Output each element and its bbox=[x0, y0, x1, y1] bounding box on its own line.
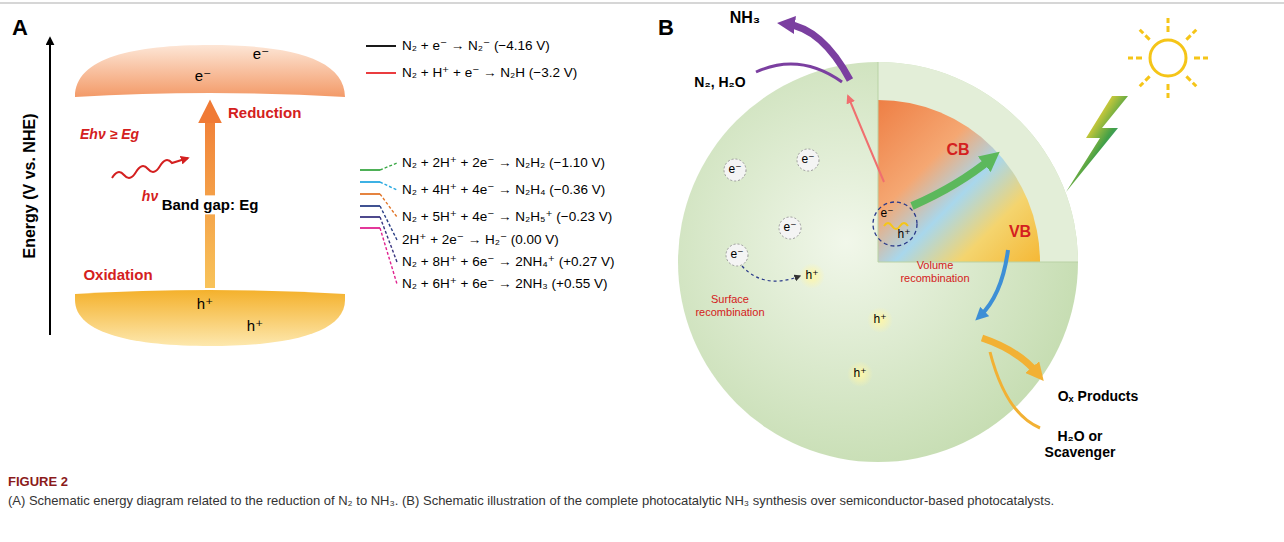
electron-dot bbox=[724, 159, 746, 181]
figure-label: Ehν ≥ Eg bbox=[80, 126, 139, 142]
excitation-arrow bbox=[912, 158, 992, 206]
potential-level-line bbox=[360, 205, 380, 207]
potential-level-leader bbox=[380, 163, 397, 170]
carrier-symbol: h⁺ bbox=[197, 295, 213, 312]
reaction-equation: N₂ + H⁺ + e⁻ → N₂H (−3.2 V) bbox=[402, 65, 577, 81]
top-rule bbox=[0, 2, 1284, 4]
reaction-equation: 2H⁺ + 2e⁻ → H₂⁻ (0.00 V) bbox=[402, 232, 559, 248]
figure-label: h⁺ bbox=[873, 313, 886, 327]
light-bolt bbox=[1066, 96, 1128, 192]
potential-level-line bbox=[366, 72, 396, 74]
electron-dot bbox=[726, 244, 748, 266]
potential-level-line bbox=[360, 227, 380, 229]
axis-label: Energy (V vs. NHE) bbox=[21, 114, 39, 259]
scavenger-arc bbox=[990, 352, 1040, 428]
valence-band: h⁺ h⁺ bbox=[75, 288, 345, 346]
sun-ray bbox=[1194, 57, 1208, 60]
conduction-band: e⁻ e⁻ bbox=[75, 45, 345, 99]
figure-label: e⁻ bbox=[880, 207, 893, 221]
electron-dot bbox=[779, 217, 801, 239]
photocatalyst-sphere bbox=[678, 62, 1078, 462]
figure-label: e⁻ bbox=[730, 248, 743, 262]
potential-level-line bbox=[360, 193, 380, 195]
figure-label: B bbox=[658, 15, 674, 40]
carrier-symbol: e⁻ bbox=[195, 67, 211, 84]
figure-label: N₂, H₂O bbox=[694, 74, 745, 90]
electron-transfer-arrow bbox=[848, 96, 884, 182]
figure-label: Oxidation bbox=[83, 266, 152, 283]
potential-level-line bbox=[360, 181, 380, 183]
energy-axis bbox=[49, 38, 51, 335]
carrier-symbol: h⁺ bbox=[247, 317, 263, 334]
carrier-symbol: e⁻ bbox=[253, 45, 269, 62]
recombination-ring bbox=[873, 202, 917, 246]
band-fill bbox=[75, 45, 345, 97]
reaction-equation: N₂ + 6H⁺ + 6e⁻ → 2NH₃ (+0.55 V) bbox=[402, 276, 607, 292]
surface-recombination-path bbox=[742, 266, 800, 281]
band-fill bbox=[75, 290, 345, 346]
hole-glow bbox=[847, 361, 873, 387]
potential-level-line bbox=[366, 45, 396, 47]
figure-label: h⁺ bbox=[897, 228, 910, 242]
reaction-equation: N₂ + 4H⁺ + 4e⁻ → N₂H₄ (−0.36 V) bbox=[402, 182, 605, 198]
electron-dot bbox=[797, 149, 819, 171]
figure-caption: (A) Schematic energy diagram related to … bbox=[8, 494, 1274, 509]
reaction-equation: N₂ + 5H⁺ + 4e⁻ → N₂H₅⁺ (−0.23 V) bbox=[402, 209, 612, 225]
sun-ray bbox=[1167, 84, 1170, 98]
figure-label: A bbox=[12, 15, 28, 40]
sun-ray bbox=[1140, 76, 1150, 86]
photon-wave bbox=[112, 158, 188, 178]
potential-level-line bbox=[360, 216, 380, 218]
carrier-dots bbox=[724, 149, 893, 387]
figure-label: Oₓ Products bbox=[1058, 388, 1139, 404]
band-core bbox=[878, 100, 1040, 262]
sun-ray bbox=[1128, 57, 1142, 60]
sun-ray bbox=[1186, 76, 1196, 86]
sun-icon bbox=[1128, 18, 1208, 98]
edge-label: Band gap: Eg bbox=[158, 195, 263, 214]
g-shape bbox=[1128, 18, 1208, 98]
potential-level-leader bbox=[380, 182, 397, 190]
sun-ray bbox=[1140, 30, 1150, 40]
figure-label: H₂O or Scavenger bbox=[1035, 428, 1125, 460]
figure-label: Volume recombination bbox=[890, 259, 980, 284]
figure-label: e⁻ bbox=[728, 163, 741, 177]
figure-label: e⁻ bbox=[801, 153, 814, 167]
figure-label: Surface recombination bbox=[683, 293, 778, 318]
figure-label: h⁺ bbox=[805, 269, 818, 283]
figure-label: hν bbox=[142, 188, 158, 204]
potential-level-line bbox=[360, 169, 380, 171]
cut-face bbox=[878, 62, 1078, 262]
hole-transfer-arrow bbox=[980, 250, 1008, 316]
reaction-equation: N₂ + 8H⁺ + 6e⁻ → 2NH₄⁺ (+0.27 V) bbox=[402, 254, 615, 270]
hole-glow bbox=[799, 263, 825, 289]
reactant-arc bbox=[756, 64, 842, 82]
sun-ray bbox=[1167, 18, 1170, 32]
figure-label: FIGURE 2 bbox=[8, 475, 68, 490]
reaction-equation: N₂ + e⁻ → N₂⁻ (−4.16 V) bbox=[402, 38, 550, 54]
circle-shape bbox=[1150, 40, 1186, 76]
reaction-equation: N₂ + 2H⁺ + 2e⁻ → N₂H₂ (−1.10 V) bbox=[402, 155, 605, 171]
potential-level-leader bbox=[380, 194, 397, 217]
sun-ray bbox=[1186, 30, 1196, 40]
product-arrow bbox=[786, 24, 850, 80]
potential-level-leader bbox=[380, 217, 397, 262]
figure-label: CB bbox=[946, 141, 969, 159]
cut-edge bbox=[878, 62, 1078, 262]
figure-label: NH₃ bbox=[730, 9, 761, 27]
figure-label: VB bbox=[1009, 223, 1031, 241]
hole-glow bbox=[867, 307, 893, 333]
figure-label: Reduction bbox=[228, 104, 301, 121]
figure-label: h⁺ bbox=[853, 367, 866, 381]
potential-level-leader bbox=[380, 228, 397, 284]
figure-label: e⁻ bbox=[783, 221, 796, 235]
